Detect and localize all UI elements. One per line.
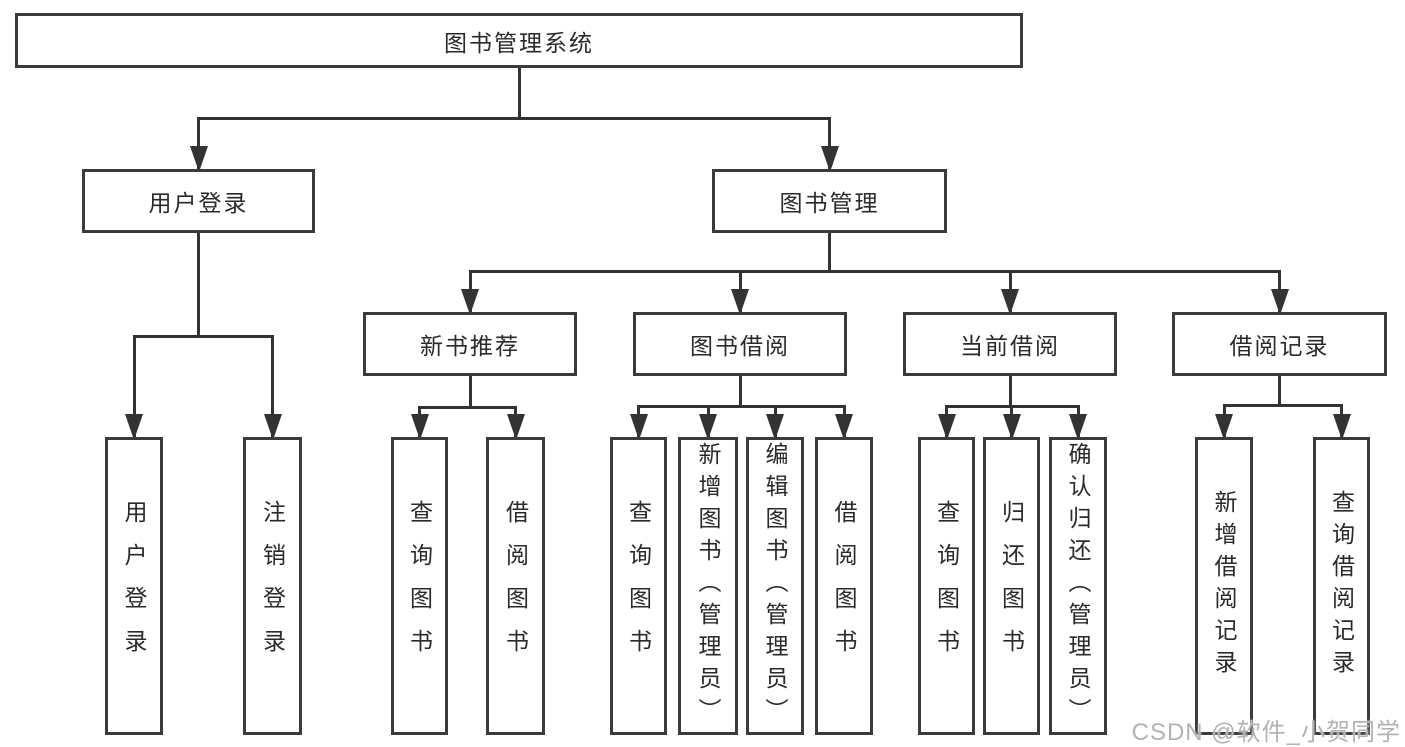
node-label: 确认归还（管理员） [1065, 442, 1091, 730]
arrow-down-icon [937, 414, 956, 440]
connector-line [828, 118, 831, 169]
node-book-mgmt: 图书管理 [712, 169, 947, 233]
node-leaf-return-book: 归还图书 [983, 437, 1040, 735]
node-leaf-add-borrow-rec: 新增借阅记录 [1195, 437, 1253, 735]
node-leaf-borrow-book-2: 借阅图书 [815, 437, 873, 735]
arrow-down-icon [1270, 289, 1289, 315]
node-leaf-user-login: 用户登录 [105, 437, 163, 735]
arrow-down-icon [731, 289, 749, 315]
node-user-login: 用户登录 [82, 169, 315, 233]
arrow-down-icon [820, 146, 839, 172]
node-label: 借阅图书 [502, 500, 529, 672]
arrow-down-icon [1001, 289, 1019, 315]
arrow-down-icon [1215, 414, 1233, 440]
arrow-down-icon [506, 414, 525, 440]
watermark: CSDN @软件_小贺同学 [1131, 719, 1401, 746]
node-leaf-logout: 注销登录 [243, 437, 302, 735]
arrow-down-icon [461, 289, 479, 315]
node-label: 当前借阅 [960, 333, 1060, 359]
connector-line [132, 336, 136, 437]
arrow-down-icon [263, 414, 282, 440]
node-leaf-confirm-return: 确认归还（管理员） [1049, 437, 1107, 735]
connector-line [637, 404, 846, 408]
connector-line [738, 374, 742, 408]
arrow-down-icon [766, 414, 784, 440]
node-leaf-borrow-book-1: 借阅图书 [486, 437, 545, 735]
node-label: 新书推荐 [420, 333, 520, 359]
node-book-borrow: 图书借阅 [633, 312, 847, 376]
connector-line [517, 66, 521, 120]
connector-line [197, 118, 200, 169]
arrow-down-icon [629, 414, 648, 440]
node-label: 查询借阅记录 [1328, 490, 1355, 682]
connector-line [197, 116, 831, 120]
connector-line [1278, 374, 1281, 407]
arrow-down-icon [125, 414, 143, 440]
node-label: 查询图书 [933, 500, 960, 672]
connector-line [1008, 374, 1012, 408]
connector-line [828, 231, 831, 273]
node-leaf-query-book-3: 查询图书 [918, 437, 975, 735]
arrow-down-icon [1069, 414, 1087, 440]
arrow-down-icon [1332, 414, 1351, 440]
connector-line [468, 374, 472, 409]
node-current-borrow: 当前借阅 [903, 312, 1117, 376]
connector-line [132, 334, 274, 338]
node-label: 借阅图书 [831, 500, 857, 672]
arrow-down-icon [699, 414, 717, 440]
node-label: 用户登录 [121, 500, 147, 672]
node-label: 查询图书 [406, 500, 433, 672]
node-leaf-query-borrow-rec: 查询借阅记录 [1313, 437, 1370, 735]
arrow-down-icon [189, 146, 208, 172]
connector-line [271, 336, 274, 437]
arrow-down-icon [410, 414, 429, 440]
node-label: 图书借阅 [690, 333, 790, 359]
node-label: 查询图书 [625, 500, 652, 672]
arrow-down-icon [1002, 414, 1021, 440]
node-root: 图书管理系统 [15, 13, 1023, 68]
node-leaf-query-book-1: 查询图书 [391, 437, 448, 735]
node-new-book-rec: 新书推荐 [363, 312, 577, 376]
node-label: 注销登录 [259, 500, 286, 672]
node-label: 新增借阅记录 [1211, 490, 1237, 682]
connector-line [468, 269, 1281, 273]
node-label: 图书管理系统 [444, 29, 594, 56]
node-label: 归还图书 [998, 500, 1025, 672]
connector-line [197, 231, 200, 338]
node-label: 用户登录 [148, 190, 249, 216]
node-label: 编辑图书（管理员） [762, 442, 788, 730]
node-leaf-query-book-2: 查询图书 [610, 437, 667, 735]
node-label: 图书管理 [779, 190, 880, 216]
arrow-down-icon [835, 414, 853, 440]
connector-line [418, 405, 517, 409]
connector-line [1222, 403, 1343, 407]
node-leaf-edit-book: 编辑图书（管理员） [746, 437, 804, 735]
node-label: 新增图书（管理员） [695, 442, 721, 730]
node-leaf-add-book: 新增图书（管理员） [678, 437, 738, 735]
node-borrow-records: 借阅记录 [1172, 312, 1387, 376]
node-label: 借阅记录 [1229, 333, 1330, 359]
